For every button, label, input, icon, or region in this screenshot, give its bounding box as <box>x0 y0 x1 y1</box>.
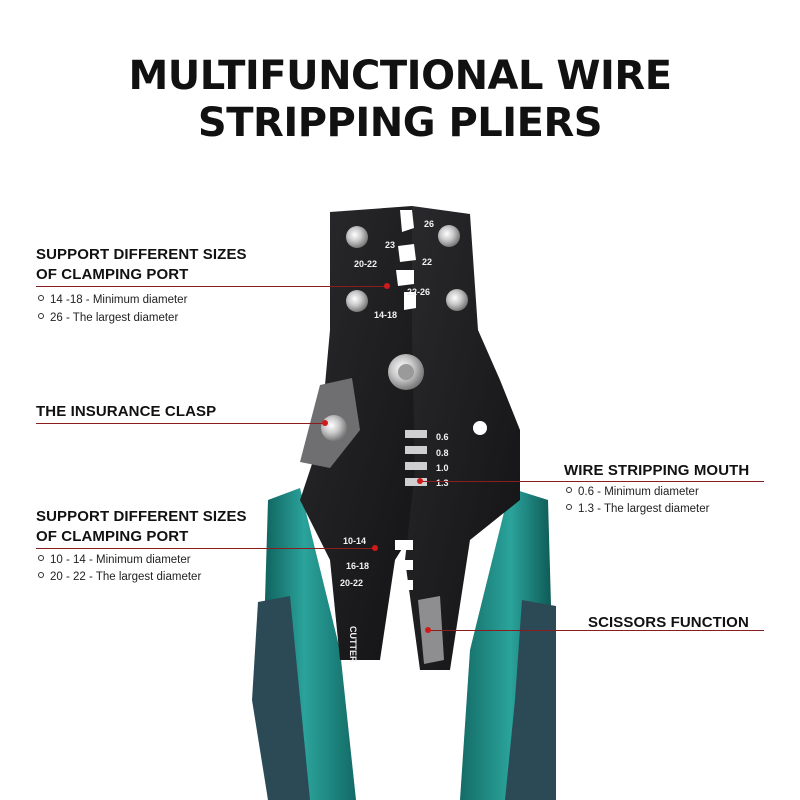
plier-label-14-18: 14-18 <box>374 310 398 320</box>
right-steel-arm <box>405 206 520 670</box>
callout-bottom-clamping-line <box>36 548 376 549</box>
callout-bottom-clamping-dot <box>372 545 378 551</box>
plier-label-cutter: CUTTER <box>348 626 358 663</box>
plier-label-22-26: 22-26 <box>407 287 431 297</box>
plier-label-0-6: 0.6 <box>436 432 449 442</box>
right-handle-grip <box>505 600 556 800</box>
callout-top-clamping-bullet-2: 26 - The largest diameter <box>38 310 178 327</box>
left-handle-grip <box>252 596 310 800</box>
rivet-top-right <box>438 225 460 247</box>
callout-stripping-mouth-line <box>420 481 764 482</box>
callout-scissors-dot <box>425 627 431 633</box>
callout-top-clamping-heading-1: SUPPORT DIFFERENT SIZES <box>36 246 247 263</box>
title-line-1: MULTIFUNCTIONAL WIRE <box>128 53 672 99</box>
plier-label-1-0: 1.0 <box>436 463 449 473</box>
callout-insurance-clasp-heading: THE INSURANCE CLASP <box>36 403 217 420</box>
plier-label-26: 26 <box>424 219 435 229</box>
callout-top-clamping-heading-2: OF CLAMPING PORT <box>36 266 189 283</box>
callout-top-clamping-line <box>36 286 388 287</box>
callout-insurance-clasp-dot <box>322 420 328 426</box>
plier-label-23: 23 <box>385 240 396 250</box>
plier-label-16-18: 16-18 <box>346 561 370 571</box>
plier-label-10-14: 10-14 <box>343 536 367 546</box>
rivet-mid-right <box>446 289 468 311</box>
rivet-mid-left <box>346 290 368 312</box>
plier-label-0-8: 0.8 <box>436 448 449 458</box>
callout-bottom-clamping-heading-1: SUPPORT DIFFERENT SIZES <box>36 508 247 525</box>
callout-stripping-mouth-dot <box>417 478 423 484</box>
crimp-teeth <box>395 540 413 590</box>
callout-top-clamping-bullet-1: 14 -18 - Minimum diameter <box>38 292 187 309</box>
callout-stripping-mouth-heading: WIRE STRIPPING MOUTH <box>564 462 750 479</box>
stripping-teeth <box>405 430 427 486</box>
callout-bottom-clamping-bullet-2: 20 - 22 - The largest diameter <box>38 569 201 586</box>
callout-stripping-mouth-bullet-1: 0.6 - Minimum diameter <box>566 484 699 501</box>
callout-scissors-line <box>428 630 764 631</box>
plier-label-22: 22 <box>422 257 433 267</box>
plier-label-20-22-lower: 20-22 <box>340 578 364 588</box>
callout-bottom-clamping-bullet-1: 10 - 14 - Minimum diameter <box>38 552 191 569</box>
top-jaw-teeth <box>396 210 416 310</box>
rivet-top-left <box>346 226 368 248</box>
title-line-2: STRIPPING PLIERS <box>197 100 603 146</box>
callout-top-clamping-dot <box>384 283 390 289</box>
plier-label-20-22: 20-22 <box>354 259 378 269</box>
lock-hole <box>473 421 487 435</box>
callout-bottom-clamping-heading-2: OF CLAMPING PORT <box>36 528 189 545</box>
callout-stripping-mouth-bullet-2: 1.3 - The largest diameter <box>566 501 709 518</box>
plier-label-1-3: 1.3 <box>436 478 449 488</box>
callout-scissors-heading: SCISSORS FUNCTION <box>588 614 749 631</box>
callout-insurance-clasp-line <box>36 423 326 424</box>
